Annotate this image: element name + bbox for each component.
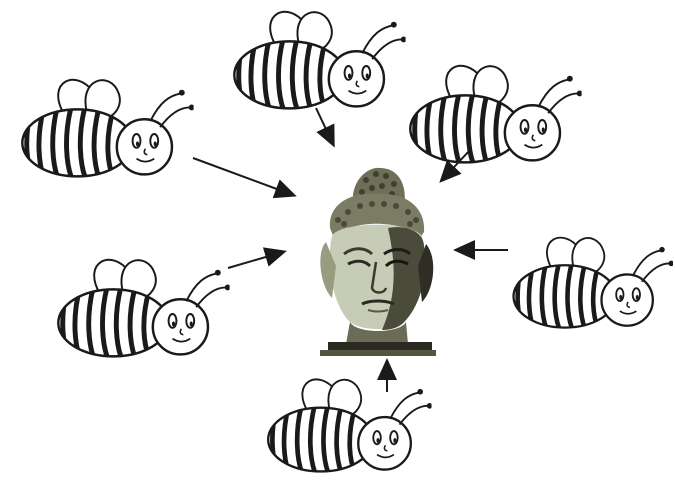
buddha-head-icon bbox=[310, 162, 442, 360]
arrow-left bbox=[228, 252, 283, 268]
arrow-top-right bbox=[442, 150, 470, 180]
arrow-top bbox=[316, 108, 333, 144]
arrow-top-left bbox=[193, 158, 293, 195]
